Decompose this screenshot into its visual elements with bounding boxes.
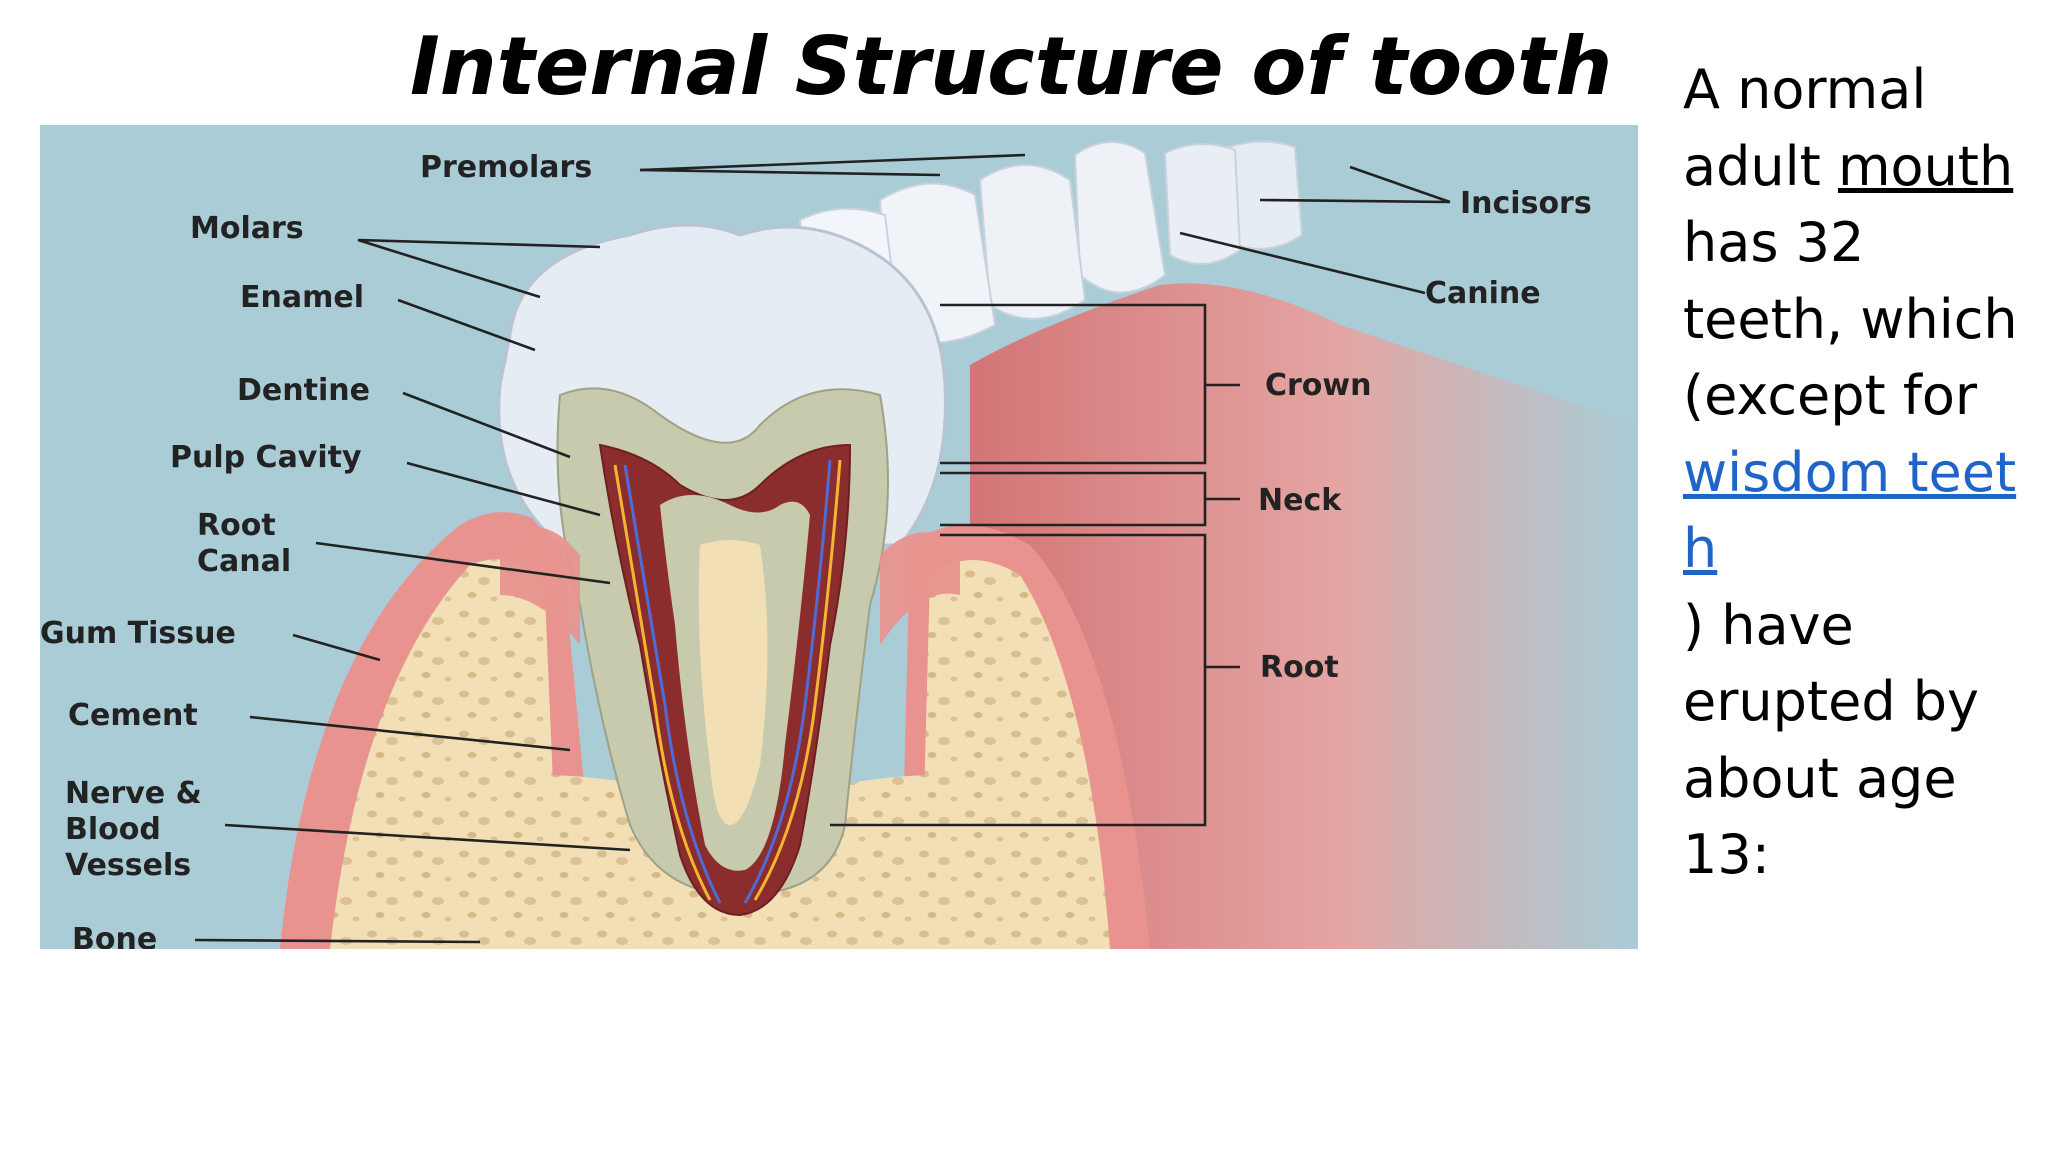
- label-bone: Bone: [72, 922, 157, 949]
- leader-lines: [194, 153, 1451, 944]
- label-premolars: Premolars: [420, 150, 592, 185]
- gum-neck-left: [500, 527, 580, 645]
- label-root-canal-line1: Root: [197, 508, 276, 543]
- nerve-yellow-right: [753, 459, 842, 901]
- mouth-link[interactable]: mouth: [1837, 134, 2014, 198]
- nerve-yellow-left: [613, 464, 712, 901]
- side-paragraph: A normal adult mouth has 32 teeth, which…: [1683, 52, 2023, 894]
- side-text-part3: ) have erupted by about age 13:: [1683, 593, 1979, 887]
- label-crown: Crown: [1265, 368, 1372, 403]
- tooth-diagram: Premolars Molars Enamel Dentine Pulp Cav…: [40, 125, 1638, 949]
- page-title: Internal Structure of tooth: [410, 20, 1613, 113]
- label-cement: Cement: [68, 698, 198, 733]
- label-root: Root: [1260, 650, 1339, 685]
- label-gum-tissue: Gum Tissue: [40, 616, 236, 651]
- tooth-diagram-svg: Premolars Molars Enamel Dentine Pulp Cav…: [40, 125, 1638, 949]
- label-molars: Molars: [190, 211, 304, 246]
- label-pulp-cavity: Pulp Cavity: [170, 440, 362, 475]
- back-gum: [970, 283, 1638, 949]
- vessel-blue-right: [743, 459, 832, 904]
- molar-tooth: [497, 223, 947, 917]
- label-nerve-line2: Blood: [65, 812, 161, 847]
- label-neck: Neck: [1258, 483, 1342, 518]
- label-incisors: Incisors: [1460, 186, 1592, 221]
- vessel-blue-left: [623, 464, 722, 904]
- side-text-part2: has 32 teeth, which (except for: [1683, 211, 2018, 427]
- label-nerve-line1: Nerve &: [65, 776, 202, 811]
- side-text-part1: A normal adult: [1683, 58, 1927, 198]
- gum-neck-right: [880, 532, 960, 645]
- label-canine: Canine: [1425, 276, 1541, 311]
- wisdom-teeth-link[interactable]: wisdom teeth: [1683, 440, 2017, 581]
- inter-root-bone: [698, 540, 768, 825]
- label-enamel: Enamel: [240, 280, 364, 315]
- label-nerve-line3: Vessels: [65, 848, 191, 883]
- label-root-canal-line2: Canal: [197, 544, 291, 579]
- label-dentine: Dentine: [237, 373, 370, 408]
- region-brackets: [830, 303, 1240, 827]
